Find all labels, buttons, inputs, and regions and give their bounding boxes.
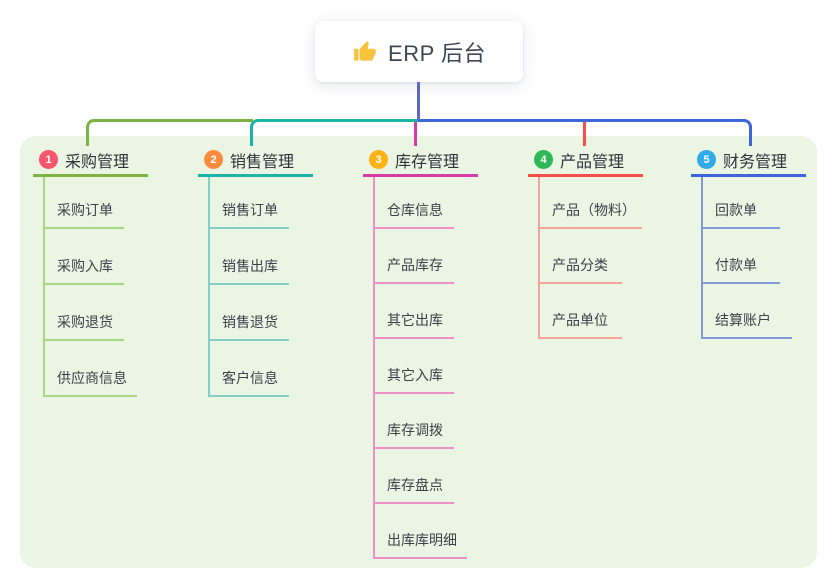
child-node[interactable]: 结算账户 (702, 309, 792, 339)
child-node[interactable]: 销售出库 (209, 255, 289, 285)
child-node[interactable]: 产品库存 (374, 254, 454, 284)
child-node[interactable]: 其它入库 (374, 364, 454, 394)
child-node[interactable]: 客户信息 (209, 367, 289, 397)
branch-badge-5: 5 (697, 150, 716, 169)
child-node[interactable]: 出库库明细 (374, 529, 467, 559)
branch-child-connector (373, 177, 375, 559)
branch-head-purchase[interactable]: 1 采购管理 (33, 145, 148, 177)
branch-head-product[interactable]: 4 产品管理 (528, 145, 643, 177)
child-node[interactable]: 采购退货 (44, 311, 124, 341)
branch-child-connector (701, 177, 703, 339)
branch-label: 库存管理 (395, 153, 460, 171)
branch-label: 财务管理 (723, 153, 788, 171)
branch-label: 采购管理 (65, 153, 130, 171)
child-node[interactable]: 产品分类 (539, 254, 622, 284)
connector-sales (250, 119, 418, 146)
child-node[interactable]: 供应商信息 (44, 367, 137, 397)
child-node[interactable]: 销售订单 (209, 199, 289, 229)
child-node[interactable]: 库存盘点 (374, 474, 454, 504)
branch-label: 销售管理 (230, 153, 295, 171)
branch-child-connector (538, 177, 540, 339)
child-node[interactable]: 回款单 (702, 199, 780, 229)
branch-badge-2: 2 (204, 150, 223, 169)
branch-head-sales[interactable]: 2 销售管理 (198, 145, 313, 177)
branch-head-inventory[interactable]: 3 库存管理 (363, 145, 478, 177)
root-label: ERP 后台 (388, 40, 486, 66)
connector-purchase (86, 119, 253, 146)
root-node[interactable]: ERP 后台 (315, 21, 523, 82)
connector-product (583, 122, 586, 146)
connector-inventory (414, 119, 417, 146)
branch-child-connector (43, 177, 45, 397)
child-node[interactable]: 其它出库 (374, 309, 454, 339)
branches-panel (20, 136, 817, 568)
child-node[interactable]: 采购订单 (44, 199, 124, 229)
child-node[interactable]: 库存调拨 (374, 419, 454, 449)
connector-finance (418, 119, 752, 146)
child-node[interactable]: 付款单 (702, 254, 780, 284)
child-node[interactable]: 产品单位 (539, 309, 622, 339)
child-node[interactable]: 仓库信息 (374, 199, 454, 229)
child-node[interactable]: 采购入库 (44, 255, 124, 285)
branch-head-finance[interactable]: 5 财务管理 (691, 145, 806, 177)
child-node[interactable]: 销售退货 (209, 311, 289, 341)
branch-badge-4: 4 (534, 150, 553, 169)
thumbs-up-icon (352, 39, 378, 65)
branch-label: 产品管理 (560, 153, 625, 171)
branch-badge-3: 3 (369, 150, 388, 169)
branch-child-connector (208, 177, 210, 397)
root-stem (417, 82, 420, 120)
branch-badge-1: 1 (39, 150, 58, 169)
child-node[interactable]: 产品（物料） (539, 199, 642, 229)
